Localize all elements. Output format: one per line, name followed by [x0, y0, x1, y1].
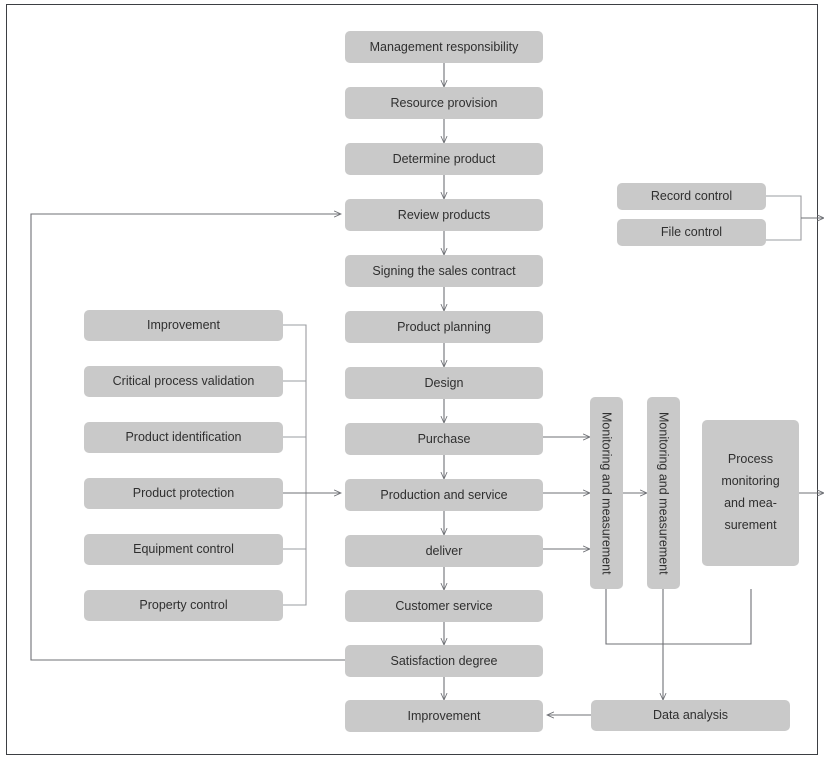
- node-purchase[interactable]: Purchase: [345, 423, 543, 455]
- node-review-products[interactable]: Review products: [345, 199, 543, 231]
- node-deliver[interactable]: deliver: [345, 535, 543, 567]
- wire-record-file-bracket: [766, 195, 802, 241]
- node-label: Improvement: [147, 318, 220, 333]
- node-improvement[interactable]: Improvement: [84, 310, 283, 341]
- node-label-line-4: surement: [724, 517, 777, 532]
- node-label: Equipment control: [133, 542, 234, 557]
- node-label: Customer service: [395, 598, 493, 613]
- node-property-control[interactable]: Property control: [84, 590, 283, 621]
- node-signing-the-sales-contract[interactable]: Signing the sales contract: [345, 255, 543, 287]
- node-label: Resource provision: [390, 95, 498, 110]
- node-label: Monitoring and measurement: [656, 411, 671, 575]
- node-label: Production and service: [380, 487, 508, 502]
- node-label-line-1: Process: [727, 452, 774, 467]
- node-customer-service[interactable]: Customer service: [345, 590, 543, 622]
- node-design[interactable]: Design: [345, 367, 543, 399]
- node-label: Satisfaction degree: [390, 653, 498, 668]
- node-monitoring-and-measurement-2[interactable]: Monitoring and measurement: [647, 397, 680, 589]
- node-label: Management responsibility: [369, 39, 519, 54]
- node-label: deliver: [425, 543, 463, 558]
- node-label: Product identification: [125, 430, 242, 445]
- node-label: Data analysis: [652, 708, 729, 723]
- wire-monitoring-bottom-bus: [605, 589, 752, 645]
- node-label: Purchase: [417, 431, 471, 446]
- node-data-analysis[interactable]: Data analysis: [591, 700, 790, 731]
- node-label-line-2: monitoring: [721, 474, 780, 489]
- node-label: Design: [424, 375, 464, 390]
- node-resource-provision[interactable]: Resource provision: [345, 87, 543, 119]
- node-label: Property control: [139, 598, 228, 613]
- node-label: Product planning: [397, 319, 491, 334]
- node-label: Monitoring and measurement: [599, 411, 614, 575]
- wire-satisfaction-feedback-to-review: [30, 214, 345, 661]
- node-product-planning[interactable]: Product planning: [345, 311, 543, 343]
- node-critical-process-validation[interactable]: Critical process validation: [84, 366, 283, 397]
- node-label: Review products: [397, 207, 491, 222]
- node-product-protection[interactable]: Product protection: [84, 478, 283, 509]
- node-file-control[interactable]: File control: [617, 219, 766, 246]
- node-satisfaction-degree[interactable]: Satisfaction degree: [345, 645, 543, 677]
- node-label-line-3: and mea-: [724, 496, 777, 510]
- node-record-control[interactable]: Record control: [617, 183, 766, 210]
- node-label: File control: [660, 225, 723, 240]
- node-label: Signing the sales contract: [372, 263, 516, 278]
- node-determine-product[interactable]: Determine product: [345, 143, 543, 175]
- node-label: Determine product: [392, 151, 496, 166]
- node-process-monitoring-and-measurement[interactable]: Process monitoring and mea- surement: [702, 420, 799, 566]
- node-label: Product protection: [132, 486, 235, 501]
- node-monitoring-and-measurement-1[interactable]: Monitoring and measurement: [590, 397, 623, 589]
- node-product-identification[interactable]: Product identification: [84, 422, 283, 453]
- node-production-and-service[interactable]: Production and service: [345, 479, 543, 511]
- node-label: Critical process validation: [112, 374, 255, 389]
- node-equipment-control[interactable]: Equipment control: [84, 534, 283, 565]
- node-improvement-bottom[interactable]: Improvement: [345, 700, 543, 732]
- node-label: Improvement: [407, 708, 481, 723]
- node-management-responsibility[interactable]: Management responsibility: [345, 31, 543, 63]
- node-label: Record control: [650, 189, 733, 204]
- wire-left-support-bus: [283, 324, 307, 606]
